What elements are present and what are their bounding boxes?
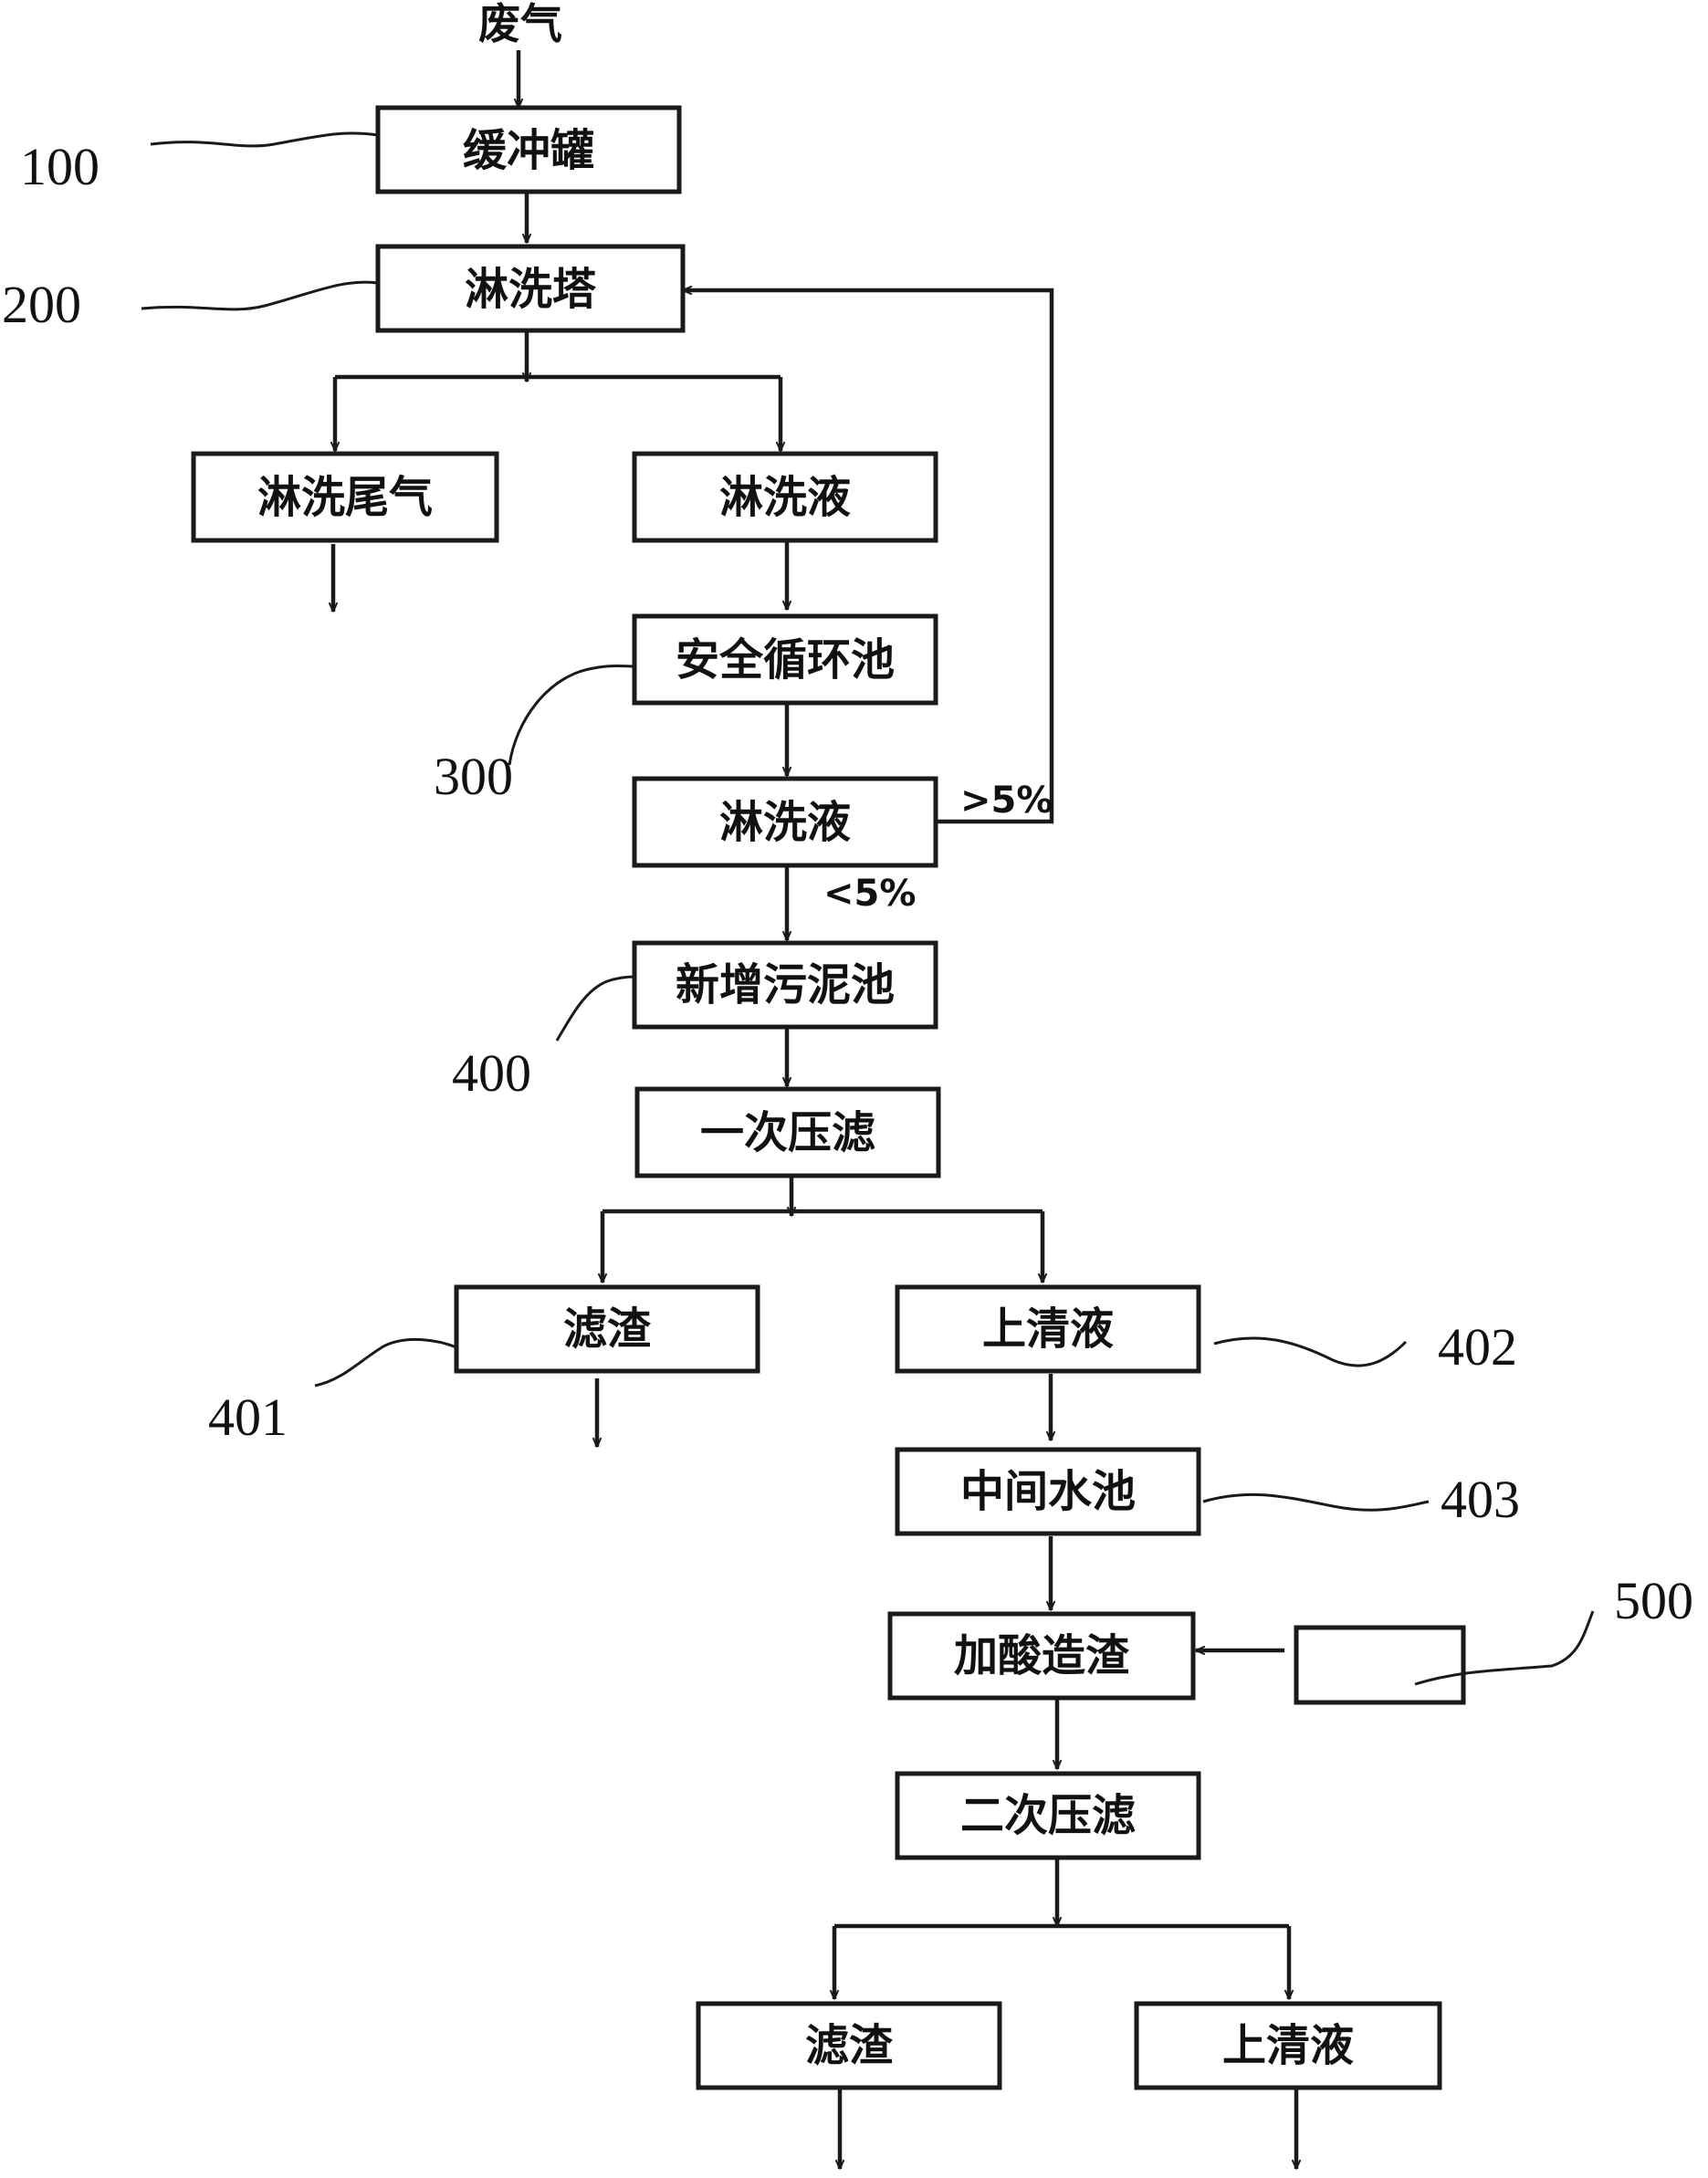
box-scrub-liquid-1-label: 淋洗液 xyxy=(719,472,851,523)
leader-200 xyxy=(141,280,379,311)
box-intermediate-pool: 中间水池 xyxy=(895,1447,1201,1536)
ref-100: 100 xyxy=(20,137,100,196)
box-filter-residue-1: 滤渣 xyxy=(454,1284,760,1374)
box-acid-slagging-label: 加酸造渣 xyxy=(954,1630,1130,1681)
box-new-sludge-tank: 新增污泥池 xyxy=(632,940,938,1030)
box-scrub-tail-gas: 淋洗尾气 xyxy=(191,451,499,543)
leader-100 xyxy=(150,131,379,148)
box-secondary-press-filter: 二次压滤 xyxy=(895,1771,1201,1860)
leader-400 xyxy=(555,975,635,1042)
box-acid-slagging: 加酸造渣 xyxy=(887,1611,1196,1701)
box-secondary-press-filter-label: 二次压滤 xyxy=(960,1790,1136,1841)
leader-403 xyxy=(1202,1492,1430,1512)
ref-200: 200 xyxy=(2,275,81,334)
box-buffer-tank: 缓冲罐 xyxy=(375,105,682,194)
box-primary-press-filter-label: 一次压滤 xyxy=(700,1107,875,1158)
box-scrub-liquid-2: 淋洗液 xyxy=(632,776,938,868)
leader-402 xyxy=(1213,1336,1408,1367)
input-label-waste-gas: 废气 xyxy=(478,0,562,48)
box-supernatant-2-label: 上清液 xyxy=(1222,2020,1354,2071)
box-primary-press-filter: 一次压滤 xyxy=(634,1086,941,1178)
box-supernatant-1-label: 上清液 xyxy=(982,1304,1114,1355)
box-intermediate-pool-label: 中间水池 xyxy=(960,1466,1136,1517)
box-scrub-tail-gas-label: 淋洗尾气 xyxy=(257,472,433,523)
box-scrubber-tower: 淋洗塔 xyxy=(375,244,686,333)
ref-403: 403 xyxy=(1441,1470,1520,1529)
leader-300 xyxy=(508,665,635,766)
box-safety-circulation-tank-label: 安全循环池 xyxy=(676,634,895,686)
box-reagent-unit xyxy=(1294,1625,1466,1705)
flow-connectors xyxy=(333,50,1296,2169)
box-buffer-tank-label: 缓冲罐 xyxy=(463,125,594,176)
box-new-sludge-tank-label: 新增污泥池 xyxy=(676,959,895,1010)
ref-500: 500 xyxy=(1614,1571,1693,1630)
box-filter-residue-2-label: 滤渣 xyxy=(805,2020,894,2071)
box-supernatant-2: 上清液 xyxy=(1134,2001,1442,2090)
box-filter-residue-1-label: 滤渣 xyxy=(563,1304,652,1355)
ref-401: 401 xyxy=(208,1387,288,1447)
condition-below-5pct: <5% xyxy=(823,873,916,915)
box-safety-circulation-tank: 安全循环池 xyxy=(632,613,938,706)
recycle-line-above-5pct xyxy=(683,290,1054,824)
condition-above-5pct: >5% xyxy=(960,780,1053,822)
ref-402: 402 xyxy=(1438,1317,1517,1377)
box-supernatant-1: 上清液 xyxy=(895,1284,1201,1374)
box-filter-residue-2: 滤渣 xyxy=(696,2001,1002,2090)
ref-300: 300 xyxy=(434,747,513,806)
box-scrub-liquid-2-label: 淋洗液 xyxy=(719,797,851,848)
box-scrubber-tower-label: 淋洗塔 xyxy=(465,264,597,315)
leader-500 xyxy=(1414,1610,1595,1686)
reference-leaders xyxy=(141,131,1595,1686)
ref-400: 400 xyxy=(452,1043,531,1103)
box-scrub-liquid-1: 淋洗液 xyxy=(632,451,938,543)
leader-401 xyxy=(314,1337,457,1387)
